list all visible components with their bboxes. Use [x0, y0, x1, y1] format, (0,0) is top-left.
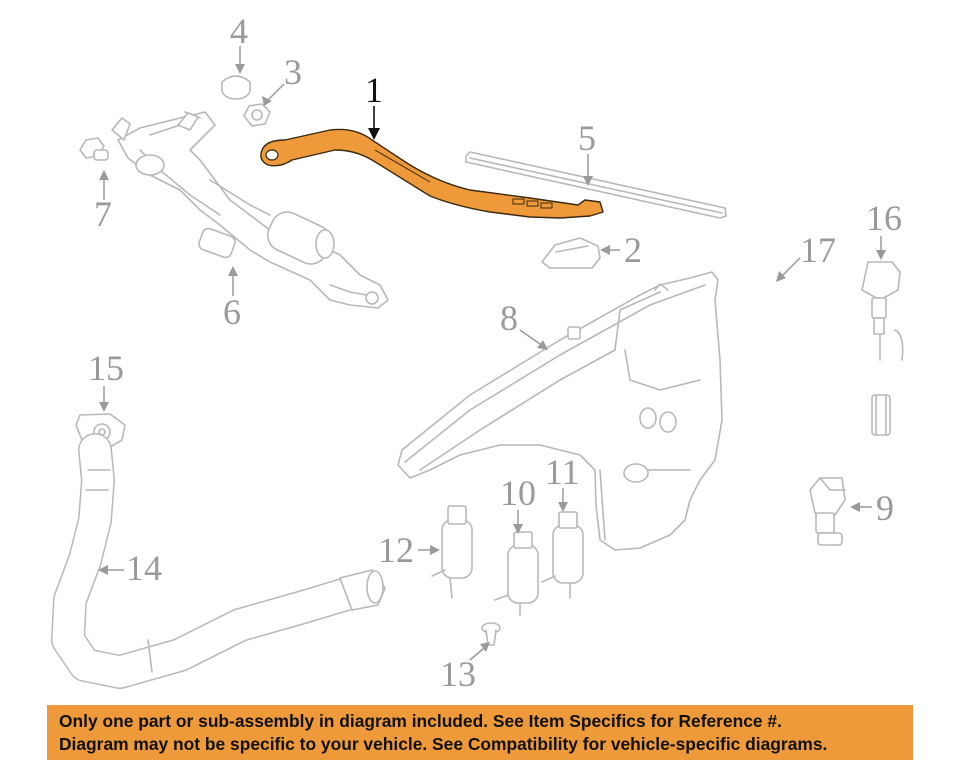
leader-lines: [98, 46, 886, 661]
callout-3: 3: [284, 52, 302, 92]
callout-7: 7: [94, 194, 112, 234]
wiper-blade-part-5: [465, 151, 727, 219]
parts-diagram: 1 2 3 4 5 6 7 8 9 10 11 12 13 14 15 16 1…: [51, 11, 906, 694]
callout-11: 11: [545, 452, 580, 492]
callout-14: 14: [126, 548, 162, 588]
disclaimer-line-2: Diagram may not be specific to your vehi…: [59, 734, 828, 754]
wiper-arm-shape: [260, 128, 604, 219]
disclaimer-line-1: Only one part or sub-assembly in diagram…: [59, 711, 782, 731]
callout-12: 12: [378, 530, 414, 570]
grommet-part-13: [481, 622, 501, 646]
callout-8: 8: [500, 298, 518, 338]
washer-pump-part-11: [541, 511, 584, 599]
washer-pump-part-10: [494, 531, 539, 616]
callout-10: 10: [500, 473, 536, 513]
cover-part-2: [541, 237, 601, 269]
callout-13: 13: [440, 654, 476, 694]
callout-1: 1: [365, 70, 383, 110]
wiper-linkage-part-6: [111, 111, 389, 309]
filler-hose-part-14: [51, 433, 386, 689]
callout-2: 2: [624, 230, 642, 270]
callout-6: 6: [223, 292, 241, 332]
washer-pump-part-12: [431, 505, 473, 599]
wiper-arm-part-1: [260, 128, 604, 219]
callout-4: 4: [230, 11, 248, 51]
callout-15: 15: [88, 348, 124, 388]
sensor-part-9: [809, 477, 846, 546]
callout-5: 5: [578, 118, 596, 158]
callout-16: 16: [866, 198, 902, 238]
bolt-part-7: [79, 137, 109, 161]
callout-9: 9: [876, 488, 894, 528]
nut-part-3: [243, 103, 271, 127]
callout-17: 17: [800, 230, 836, 270]
connector-part-16: [861, 261, 901, 436]
hose-part-17: [734, 266, 906, 364]
disclaimer-banner: Only one part or sub-assembly in diagram…: [47, 705, 913, 760]
cap-part-4: [221, 75, 251, 100]
washer-reservoir-part-8: [397, 271, 723, 551]
